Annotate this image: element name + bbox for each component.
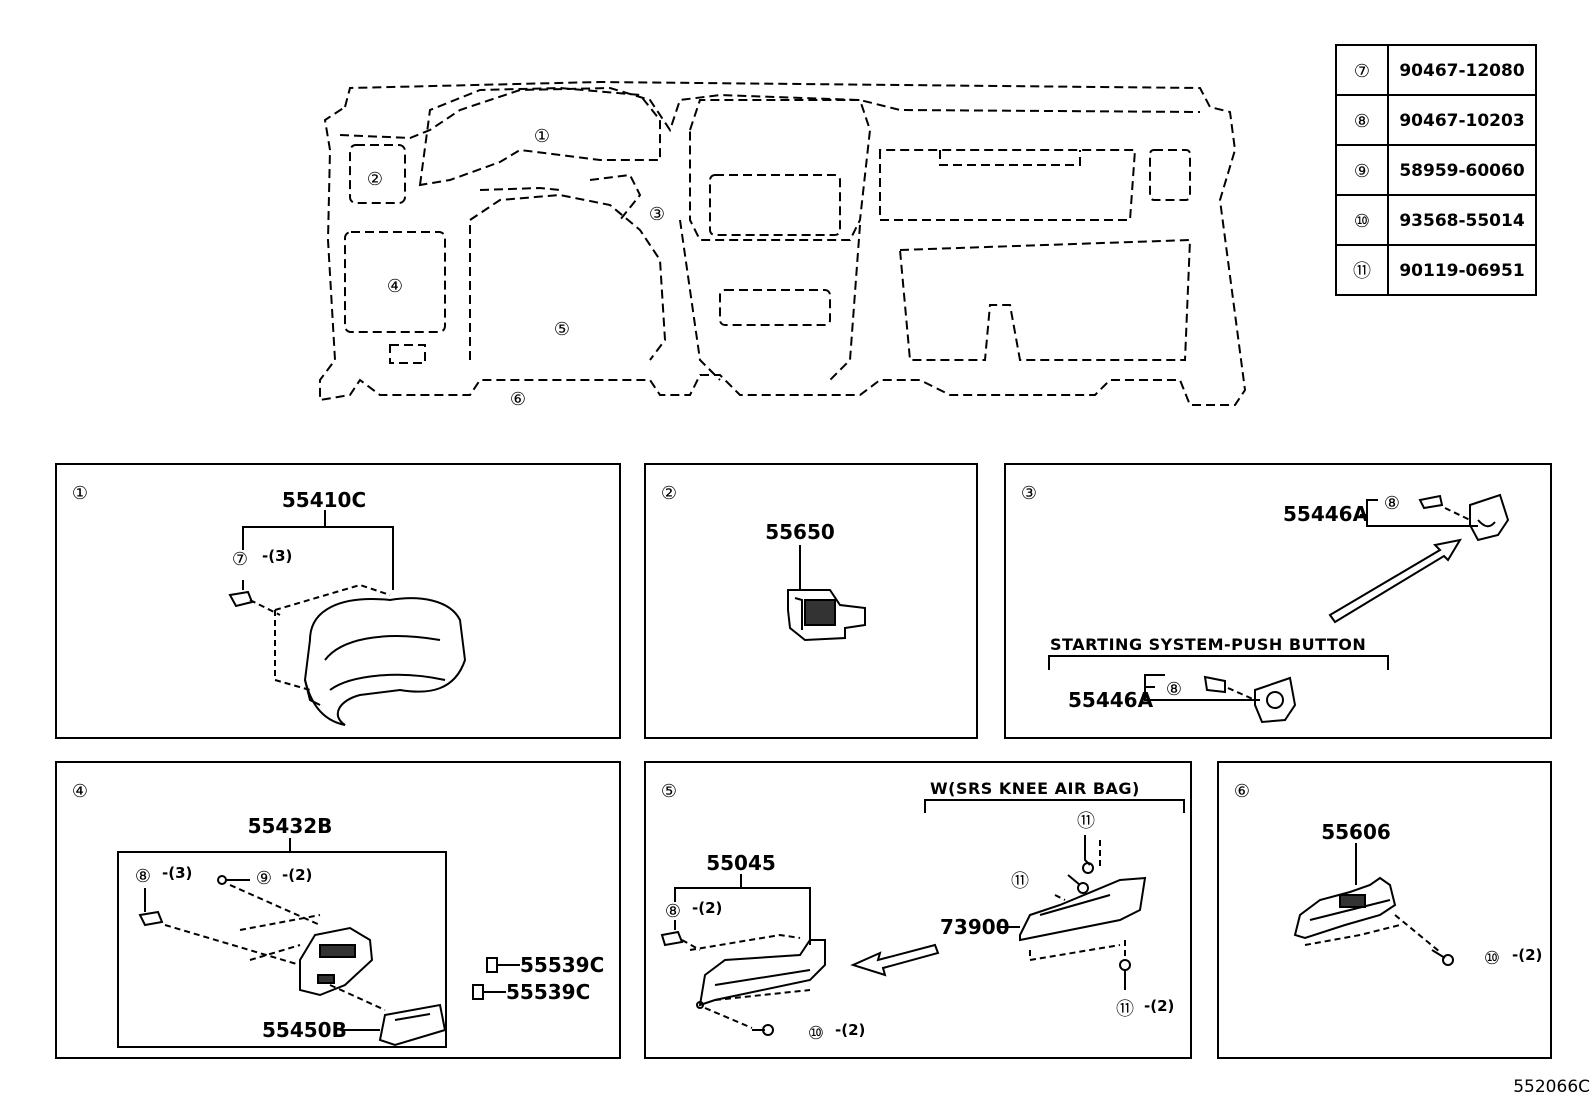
panel-5-clip-ref: ⑧ — [665, 901, 681, 922]
panel-3-caption: STARTING SYSTEM-PUSH BUTTON — [1050, 635, 1366, 654]
panel-1: ① 55410C ⑦ -(3) — [72, 483, 467, 726]
panel-3-ref: ③ — [1021, 483, 1037, 504]
panel-1-part-number: 55410C — [282, 488, 366, 512]
panel-5-bolt-ref-c: ⑪ — [1116, 999, 1134, 1020]
table-rows: ⑦ 90467-12080 ⑧ 90467-10203 ⑨ 58959-6006… — [1353, 61, 1525, 282]
panel-5-screw-ref: ⑩ — [808, 1023, 824, 1044]
table-part-1: 90467-10203 — [1399, 111, 1524, 131]
panel-6: ⑥ 55606 ⑩ -(2) — [1234, 781, 1542, 969]
panel-3-clip-top: ⑧ — [1384, 493, 1400, 514]
panel-4-plug-2: 55539C — [506, 980, 590, 1004]
overview-callouts: ① ② ③ ④ ⑤ ⑥ — [367, 126, 665, 410]
panel-1-frame — [55, 463, 621, 739]
table-ref-0: ⑦ — [1354, 61, 1370, 82]
panel-5-caption: W(SRS KNEE AIR BAG) — [930, 779, 1140, 798]
figure-id: 552066C — [1513, 1077, 1590, 1097]
panel-4-plug-1: 55539C — [520, 953, 604, 977]
part-number-table — [1335, 44, 1537, 296]
panel-5-bolt-ref-b: ⑪ — [1011, 871, 1029, 892]
table-part-3: 93568-55014 — [1399, 211, 1525, 231]
panel-2-ref: ② — [661, 483, 677, 504]
panel-5-part-number: 55045 — [706, 851, 776, 875]
panel-3-clip-bottom: ⑧ — [1166, 679, 1182, 700]
panel-1-fastener-ref: ⑦ — [232, 549, 248, 570]
dashboard-overview — [319, 80, 1247, 406]
panel-2: ② 55650 — [661, 483, 866, 642]
table-part-4: 90119-06951 — [1399, 261, 1524, 281]
panel-5: ⑤ 55045 — [660, 779, 1185, 1044]
panel-4-box-part: 55450B — [262, 1018, 347, 1042]
panel-4-clip-ref: ⑧ — [135, 866, 151, 887]
panel-3-frame — [1004, 463, 1552, 739]
panel-6-screw-qty: -(2) — [1512, 946, 1542, 964]
overview-callout-2: ② — [367, 169, 383, 190]
panel-1-ref: ① — [72, 483, 88, 504]
panel-4-ref: ④ — [72, 781, 88, 802]
panel-6-screw-ref: ⑩ — [1484, 948, 1500, 969]
table-ref-2: ⑨ — [1354, 161, 1370, 182]
panel-3-part-bottom: 55446A — [1068, 688, 1154, 712]
panel-4: ④ 55432B — [72, 781, 604, 1048]
panel-5-bolt-ref-a: ⑪ — [1077, 811, 1095, 832]
overview-callout-5: ⑤ — [554, 319, 570, 340]
panel-6-frame — [1217, 761, 1552, 1059]
panel-5-airbag-part: 73900 — [940, 915, 1010, 939]
panel-4-clip-qty: -(3) — [162, 864, 192, 882]
panel-6-ref: ⑥ — [1234, 781, 1250, 802]
panel-1-fastener-qty: -(3) — [262, 547, 292, 565]
panel-2-part-number: 55650 — [765, 520, 835, 544]
panel-2-frame — [644, 463, 978, 739]
panel-3: ③ 55446A ⑧ STARTING SYSTEM-PUSH BUTTON 5… — [1021, 483, 1510, 724]
overview-callout-6: ⑥ — [510, 389, 526, 410]
overview-callout-3: ③ — [649, 204, 665, 225]
panel-4-screw-qty: -(2) — [282, 866, 312, 884]
panel-5-clip-qty: -(2) — [692, 899, 722, 917]
panel-5-screw-qty: -(2) — [835, 1021, 865, 1039]
table-ref-3: ⑩ — [1354, 211, 1370, 232]
table-part-0: 90467-12080 — [1399, 61, 1525, 81]
table-part-2: 58959-60060 — [1399, 161, 1525, 181]
panel-4-part-number: 55432B — [248, 814, 333, 838]
panel-4-screw-ref: ⑨ — [256, 868, 272, 889]
panel-5-ref: ⑤ — [661, 781, 677, 802]
panel-5-frame — [644, 761, 1192, 1059]
table-ref-1: ⑧ — [1354, 111, 1370, 132]
table-ref-4: ⑪ — [1353, 261, 1371, 282]
panel-6-part-number: 55606 — [1321, 820, 1391, 844]
panel-3-part-top: 55446A — [1283, 502, 1369, 526]
panel-5-bolt-qty: -(2) — [1144, 997, 1174, 1015]
panel-frames — [55, 463, 1552, 1059]
panel-4-frame — [55, 761, 621, 1059]
overview-callout-1: ① — [534, 126, 550, 147]
overview-callout-4: ④ — [387, 276, 403, 297]
